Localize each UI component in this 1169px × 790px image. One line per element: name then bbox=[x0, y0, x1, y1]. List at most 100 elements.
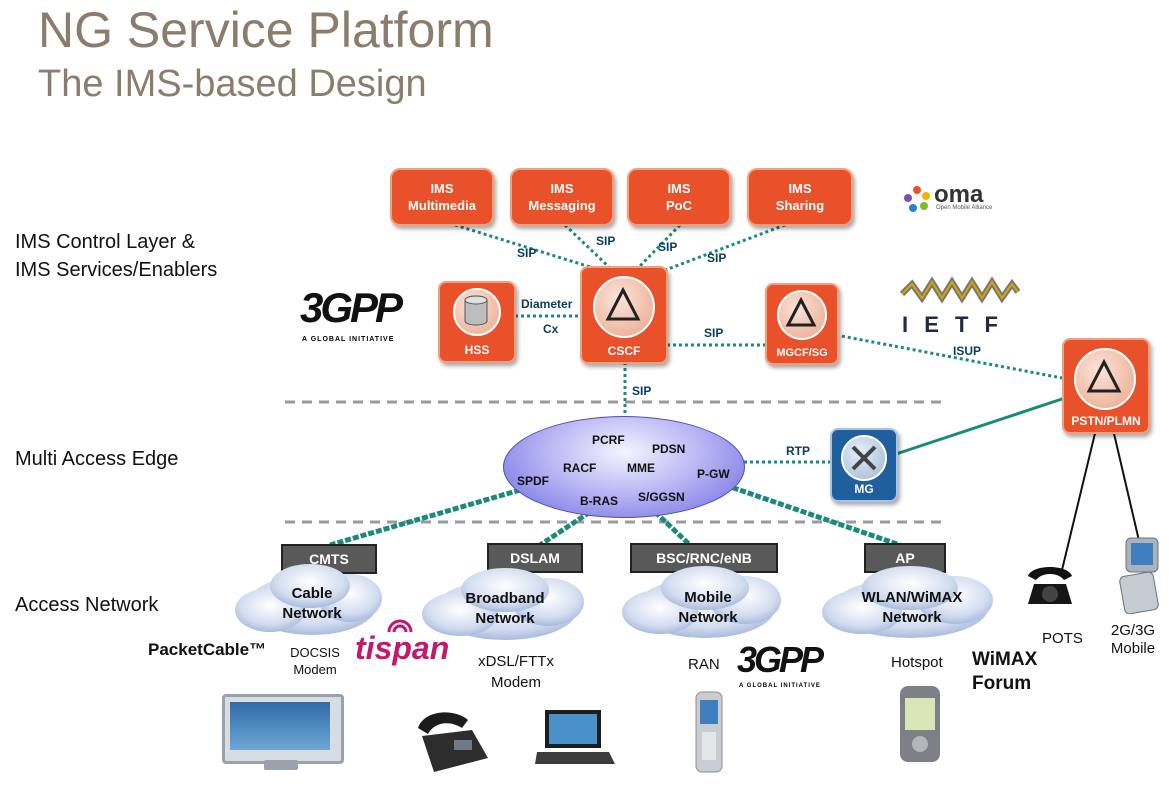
node-mgcf-label: MGCF/SG bbox=[776, 347, 828, 359]
3gpp-logo-bottom: 3GPP A GLOBAL INITIATIVE bbox=[737, 639, 841, 697]
cloud-wlan-shape bbox=[822, 566, 993, 638]
node-hss[interactable]: HSS bbox=[438, 281, 516, 363]
node-pstn-plmn[interactable]: PSTN/PLMN bbox=[1062, 338, 1150, 434]
link-sip-messaging bbox=[563, 223, 612, 270]
node-mg-label: MG bbox=[854, 482, 874, 496]
label-sip-3: SIP bbox=[658, 240, 678, 254]
link-sip-sharing bbox=[659, 223, 786, 274]
oma-logo-text: oma bbox=[934, 181, 984, 208]
edge-fn-sggsn: S/GGSN bbox=[638, 490, 685, 504]
cloud-cable-line1: Cable bbox=[291, 585, 333, 602]
service-ims-sharing-line1: IMS bbox=[788, 181, 812, 196]
pstn-circle bbox=[1074, 348, 1136, 410]
link-sip-multimedia bbox=[454, 223, 601, 272]
layer-label-edge: Multi Access Edge bbox=[15, 448, 179, 470]
triangle-icon bbox=[1086, 358, 1122, 393]
device-docsis-modem: DOCSIS Modem bbox=[283, 644, 347, 678]
tispan-logo: tispan bbox=[355, 618, 449, 666]
device-xdsl-modem: xDSL/FTTx Modem bbox=[466, 651, 566, 693]
edge-ellipse[interactable] bbox=[503, 416, 745, 518]
rotary-phone-icon bbox=[1028, 567, 1072, 604]
label-rtp: RTP bbox=[786, 444, 810, 458]
tispan-logo-text: tispan bbox=[355, 630, 450, 666]
cross-arrows-icon bbox=[851, 445, 877, 471]
device-xdsl-line2: Modem bbox=[490, 674, 542, 691]
cloud-mobile-line2: Network bbox=[678, 609, 738, 626]
device-xdsl-line1: xDSL/FTTx bbox=[478, 653, 554, 670]
service-ims-messaging-line2: Messaging bbox=[528, 198, 596, 213]
device-ran: RAN bbox=[688, 656, 720, 673]
cloud-broadband: Broadband Network bbox=[455, 589, 555, 629]
cloud-wlan-line2: Network bbox=[882, 609, 942, 626]
access-box-dslam[interactable]: DSLAM bbox=[487, 543, 583, 573]
service-ims-sharing-line2: Sharing bbox=[775, 198, 825, 213]
tv-icon bbox=[222, 694, 344, 776]
node-hss-label: HSS bbox=[464, 343, 490, 357]
cloud-cable-shape bbox=[235, 564, 382, 635]
service-ims-messaging[interactable]: IMS Messaging bbox=[510, 168, 614, 226]
3gpp-logo-top-text: 3GPP bbox=[300, 284, 403, 331]
service-ims-messaging-line1: IMS bbox=[550, 181, 574, 196]
edge-fn-mme: MME bbox=[627, 461, 655, 475]
node-mgcf-sg[interactable]: MGCF/SG bbox=[765, 283, 839, 365]
wimax-logo-line1: WiMAX bbox=[972, 649, 1038, 670]
edge-fn-pgw: P-GW bbox=[697, 467, 730, 481]
cloud-broadband-line2: Network bbox=[475, 610, 535, 627]
wimax-forum-logo: WiMAX Forum bbox=[972, 648, 1037, 696]
cloud-mobile: Mobile Network bbox=[658, 588, 758, 628]
cloud-mobile-shape bbox=[622, 566, 781, 638]
service-ims-poc-line1: IMS bbox=[667, 181, 691, 196]
triangle-icon bbox=[785, 297, 817, 327]
layer-label-control-line2: IMS Services/Enablers bbox=[15, 259, 218, 281]
cloud-mobile-line1: Mobile bbox=[684, 589, 732, 606]
device-mobile-line2: Mobile bbox=[1110, 640, 1156, 657]
link-edge-ap bbox=[724, 482, 901, 548]
label-sip-4: SIP bbox=[707, 251, 727, 265]
laptop-icon bbox=[535, 710, 615, 764]
link-pstn-mobile bbox=[1111, 424, 1141, 546]
node-mg[interactable]: MG bbox=[830, 428, 898, 502]
label-sip-mgcf: SIP bbox=[704, 326, 724, 340]
edge-fn-pcrf: PCRF bbox=[592, 433, 625, 447]
ietf-logo-text: I E T F bbox=[902, 312, 1003, 337]
oma-logo: oma Open Mobile Alliance bbox=[903, 181, 1003, 217]
link-edge-bsc bbox=[653, 510, 692, 547]
node-cscf-label: CSCF bbox=[607, 344, 641, 358]
triangle-icon bbox=[605, 286, 641, 321]
device-mobile-line1: 2G/3G bbox=[1110, 622, 1156, 639]
cscf-circle bbox=[593, 276, 655, 338]
service-ims-poc[interactable]: IMS PoC bbox=[627, 168, 731, 226]
cloud-cable-line2: Network bbox=[282, 605, 342, 622]
label-sip-1: SIP bbox=[517, 246, 537, 260]
tispan-arc-icon bbox=[387, 619, 413, 633]
label-sip-2: SIP bbox=[596, 234, 616, 248]
cloud-cable: Cable Network bbox=[262, 584, 362, 624]
service-ims-multimedia[interactable]: IMS Multimedia bbox=[390, 168, 494, 226]
service-ims-sharing[interactable]: IMS Sharing bbox=[747, 168, 853, 226]
layer-label-access: Access Network bbox=[15, 594, 159, 616]
cloud-wlan-line1: WLAN/WiMAX bbox=[861, 589, 963, 606]
mgcf-circle bbox=[777, 290, 827, 340]
ietf-logo: I E T F bbox=[900, 272, 1020, 337]
cloud-broadband-shape bbox=[422, 568, 584, 640]
mg-circle bbox=[841, 435, 887, 481]
device-docsis-line1: DOCSIS bbox=[290, 645, 340, 660]
label-diameter: Diameter bbox=[521, 297, 573, 311]
3gpp-logo-bottom-subtext: A GLOBAL INITIATIVE bbox=[739, 683, 821, 689]
layer-label-control: IMS Control Layer & IMS Services/Enabler… bbox=[15, 228, 217, 284]
device-2g3g-mobile: 2G/3G Mobile bbox=[1105, 622, 1161, 658]
label-cx: Cx bbox=[543, 322, 559, 336]
link-edge-dslam bbox=[538, 509, 592, 548]
cloud-wlan-wimax: WLAN/WiMAX Network bbox=[852, 588, 972, 628]
device-docsis-line2: Modem bbox=[293, 662, 337, 677]
3gpp-logo-top: 3GPP A GLOBAL INITIATIVE bbox=[300, 284, 430, 350]
access-box-bsc-rnc-enb[interactable]: BSC/RNC/eNB bbox=[630, 543, 778, 573]
service-ims-multimedia-line2: Multimedia bbox=[408, 198, 476, 213]
node-cscf[interactable]: CSCF bbox=[580, 266, 668, 364]
edge-fn-racf: RACF bbox=[563, 461, 597, 475]
label-sip-edge: SIP bbox=[632, 384, 652, 398]
link-isup bbox=[835, 333, 1063, 380]
